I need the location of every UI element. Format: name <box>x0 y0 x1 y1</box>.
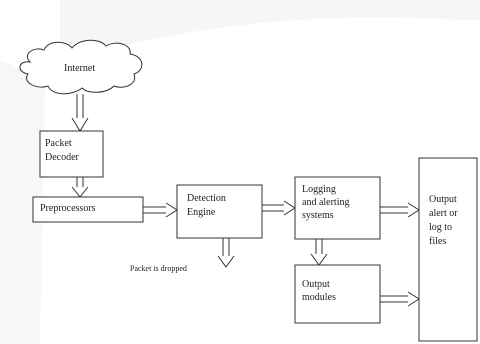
preprocessors-label: Preprocessors <box>40 203 96 214</box>
arrow-decoder-to-preprocessors <box>71 177 89 198</box>
output-files-box <box>418 157 478 342</box>
detection-engine-label: Detection Engine <box>187 193 226 218</box>
internet-label: Internet <box>64 63 96 74</box>
arrow-modules-to-output <box>380 291 420 307</box>
packet-decoder-label: Packet Decoder <box>45 138 79 163</box>
output-modules-label: Output modules <box>302 279 336 303</box>
packet-decoder-box <box>39 130 104 178</box>
background-shading-left <box>0 60 45 344</box>
arrow-preprocessors-to-detection <box>143 202 178 218</box>
internet-cloud <box>19 39 143 95</box>
arrow-logging-to-output <box>380 202 420 218</box>
background-shading <box>60 0 480 64</box>
logging-alerting-label: Logging and alerting systems <box>302 184 350 221</box>
arrow-detection-to-dropped <box>217 238 235 268</box>
preprocessors-box <box>32 196 144 223</box>
output-files-label: Output alert or log to files <box>429 194 458 247</box>
arrow-internet-to-decoder <box>71 94 89 132</box>
arrow-logging-to-modules <box>310 239 328 266</box>
packet-dropped-label: Packet is dropped <box>130 264 187 273</box>
arrow-detection-to-logging <box>262 200 296 216</box>
logging-alerting-box <box>294 176 381 240</box>
output-modules-box <box>294 264 381 324</box>
